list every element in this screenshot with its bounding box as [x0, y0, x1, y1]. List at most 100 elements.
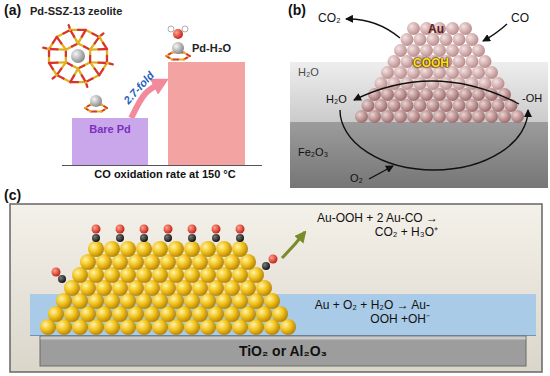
cycle-arrow: [354, 81, 519, 104]
gold-atom: [388, 77, 401, 90]
bond: [61, 43, 66, 49]
bond: [49, 48, 57, 51]
gold-atom: [459, 22, 472, 35]
reaction-equation: Au-OOH + 2 Au-CO → CO₂ + H₃O⁺: [296, 211, 438, 240]
label-holder: H₂O: [326, 93, 347, 106]
gold-atom: [472, 44, 485, 57]
gold-atom: [407, 22, 420, 35]
carbon-atom: [236, 234, 244, 242]
pd-atom: [90, 95, 102, 107]
carbon-atom: [116, 234, 124, 242]
gold-atom: [420, 88, 433, 101]
gold-atom: [394, 88, 407, 101]
bond: [78, 37, 82, 44]
gold-atom: [394, 110, 407, 123]
bond: [90, 48, 98, 51]
gold-atom: [388, 55, 401, 68]
o2-arrow: [369, 166, 393, 179]
panel-label: (c): [4, 187, 21, 204]
node-text: Fe₂O₃: [298, 146, 328, 159]
gold-atom: [401, 55, 414, 68]
bond: [101, 33, 103, 35]
bond: [70, 75, 74, 82]
gold-atom: [427, 77, 440, 90]
gold-atom: [459, 110, 472, 123]
label-holder: Pd-SSZ-13 zeolite: [30, 5, 122, 18]
gold-atom: [184, 241, 200, 257]
hydrogen-atom: [168, 26, 174, 32]
oxygen-atom: [164, 225, 173, 234]
bond: [70, 30, 74, 37]
gold-atom: [414, 99, 427, 112]
bond: [110, 62, 113, 65]
co-arrow: [483, 24, 507, 41]
bond: [99, 61, 107, 64]
gold-atom: [414, 77, 427, 90]
gold-atom: [479, 55, 492, 68]
gold-atom: [414, 33, 427, 46]
bond: [82, 75, 86, 82]
gold-atom: [407, 110, 420, 123]
gold-atom: [466, 55, 479, 68]
gold-atom: [375, 99, 388, 112]
gold-atom: [466, 33, 479, 46]
gold-atom: [446, 44, 459, 57]
gold-atom: [446, 88, 459, 101]
gold-atom: [466, 77, 479, 90]
gold-atom: [446, 22, 459, 35]
gold-atom: [479, 99, 492, 112]
gold-atom: [381, 66, 394, 79]
co2-arrow: [346, 19, 400, 38]
water-band-fill: [30, 294, 536, 336]
structure-title: Pd-SSZ-13 zeolite: [30, 5, 122, 18]
gold-atom: [453, 99, 466, 112]
label-holder: CO: [511, 11, 529, 25]
gold-atom: [472, 110, 485, 123]
gold-atom: [459, 66, 472, 79]
label-holder: CO₂: [318, 11, 341, 25]
bond: [57, 61, 65, 64]
gold-atom: [200, 241, 216, 257]
carbon-atom: [58, 275, 66, 283]
bond: [68, 25, 71, 27]
gold-atom: [381, 110, 394, 123]
axis-line: [62, 165, 262, 166]
gold-atom: [104, 241, 120, 257]
node-text: COOH: [413, 56, 449, 70]
gold-atom: [485, 66, 498, 79]
edge-label: 2.7-fold: [120, 69, 156, 107]
gold-atom: [120, 241, 136, 257]
species-label: -OH: [522, 92, 542, 105]
text-holder: Au: [428, 22, 444, 36]
gold-atom: [136, 241, 152, 257]
zeolite-cage: [43, 25, 113, 87]
gold-atom: [433, 110, 446, 123]
gold-atom: [216, 241, 232, 257]
reaction-arrow: [282, 232, 305, 258]
panel-frame: [10, 204, 542, 372]
label-holder: O₂: [350, 172, 363, 185]
gold-atom: [355, 110, 368, 123]
bond: [57, 69, 62, 75]
gold-atom: [459, 44, 472, 57]
text-holder: COOH: [413, 56, 449, 70]
panel-label: (a): [4, 2, 21, 19]
oxygen-atom: [92, 225, 101, 234]
oxide-highlight: [41, 337, 526, 340]
node-text: TiO₂ or Al₂O₃: [239, 343, 327, 360]
gold-atom: [420, 110, 433, 123]
gold-atom: [407, 88, 420, 101]
bond: [99, 48, 107, 51]
bond: [53, 77, 55, 79]
gold-atom: [381, 88, 394, 101]
label-holder: Au-OOH + 2 Au-CO → CO₂ + H₃O⁺: [296, 211, 438, 240]
carbon-atom: [92, 234, 100, 242]
bond: [85, 84, 88, 86]
carbon-atom: [212, 234, 220, 242]
gold-atom: [420, 44, 433, 57]
gold-atom: [466, 99, 479, 112]
label-holder: -OH: [522, 92, 542, 105]
label-holder: CO oxidation rate at 150 °C: [165, 168, 306, 181]
bond: [74, 69, 78, 76]
